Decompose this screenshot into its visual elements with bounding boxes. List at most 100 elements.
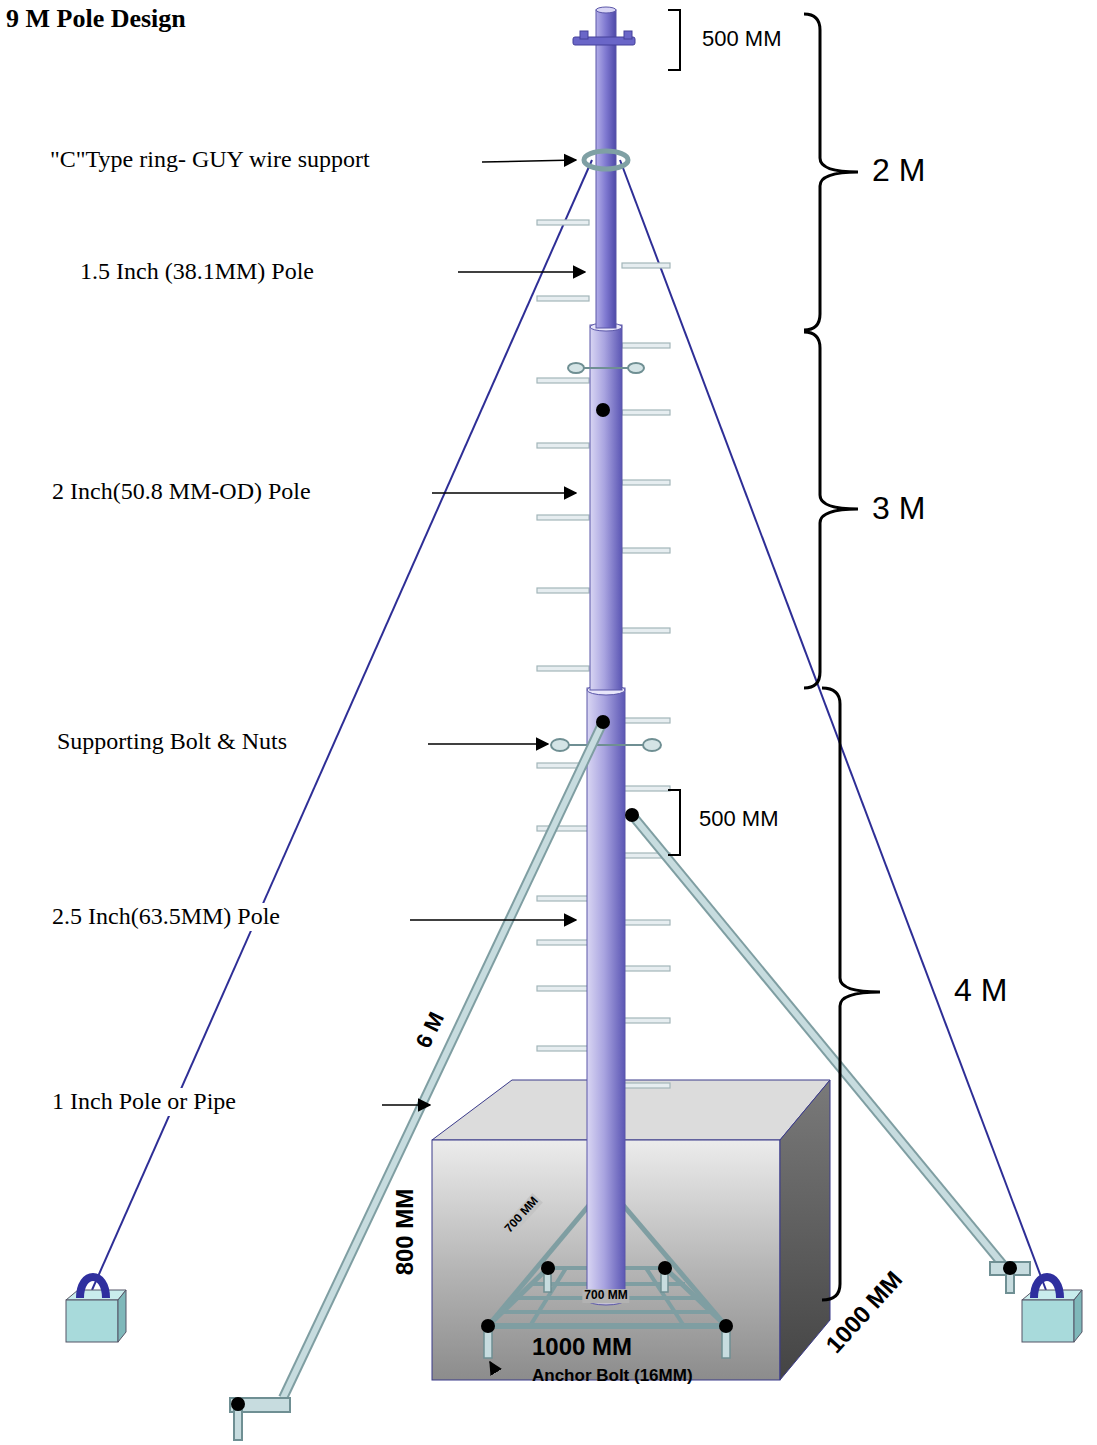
leader-arrow [432,492,576,494]
guy-anchor-block [1034,1277,1060,1298]
pole [596,7,616,13]
bolt-dot [625,808,639,822]
bolt-dot [719,1319,733,1333]
leader-arrow [482,160,576,162]
anchor-bolt [544,1272,551,1292]
strut-foot [230,1262,1030,1440]
part-label: Supporting Bolt & Nuts [55,728,289,756]
strut-foot [234,1410,242,1440]
support-strut [283,722,603,1398]
step-rung [622,1083,670,1088]
top-plate [580,31,588,39]
dimension-text: 1000 MM [530,1333,634,1361]
leader-arrow [458,271,585,273]
dimension-text: 2 M [870,152,927,189]
dimension-bracket [668,10,680,855]
bolt-dot [596,715,610,729]
part-label: 1 Inch Pole or Pipe [50,1088,238,1116]
part-label: Anchor Bolt (16MM) [530,1366,695,1386]
support-strut [632,815,1004,1266]
c-type-ring [584,151,628,169]
step-rung [537,666,589,671]
dimension-bracket [668,10,680,70]
guy-anchor-block [118,1290,126,1342]
pole [587,7,625,1305]
step-rung [537,896,589,901]
guy-anchor-block [1022,1300,1074,1342]
step-rung [537,443,589,448]
step-rung [537,588,589,593]
dimension-text: 3 M [870,490,927,527]
anchor-bolt [722,1330,730,1358]
dimension-text: 4 M [952,972,1009,1009]
step-rung [622,343,670,348]
anchor-bolt [484,1330,492,1358]
top-plate [624,31,632,39]
guy-wire [92,160,1046,1290]
diagram-title: 9 M Pole Design [4,4,188,34]
step-rung [622,1018,670,1023]
dimension-text: 800 MM [391,1187,419,1278]
step-rung [537,220,589,225]
step-rung [622,410,670,415]
dimension-text: 500 MM [700,26,783,51]
concrete-foundation [780,1080,830,1380]
bolt-dot [231,1397,245,1411]
step-rung [537,515,589,520]
pole [590,325,622,690]
step-rung [622,548,670,553]
step-rung [537,296,589,301]
bolt-nut [628,363,644,373]
bolt-nut [578,367,634,369]
leader-arrow [490,1362,496,1372]
dimension-brace [804,14,880,1300]
dimension-text: 700 MM [582,1289,629,1303]
concrete-foundation [432,1080,830,1380]
bolt-dot [541,1261,555,1275]
step-rung [537,826,589,831]
bolt-dot [1003,1261,1017,1275]
strut-foot [230,1398,290,1412]
strut-foot [1006,1273,1014,1293]
step-rung [622,920,670,925]
anchor-bolt [661,1272,668,1292]
dimension-text: 700 MM [501,1193,543,1237]
step-rung [622,480,670,485]
part-label: 2.5 Inch(63.5MM) Pole [50,903,282,931]
support-strut [632,815,1004,1266]
bolt-nut [562,744,650,746]
dimension-brace [804,14,858,330]
base-frame [498,1310,716,1314]
support-strut [283,722,1004,1398]
dimension-text: 1000 MM [819,1264,909,1360]
step-rung [622,786,670,791]
dimension-text: 500 MM [697,806,780,831]
bolt-nut [551,739,569,751]
guy-anchor-block [66,1290,126,1300]
leader-arrow [382,160,585,1372]
bolt-nut [643,739,661,751]
guy-anchor-block [80,1277,106,1298]
strut-foot [990,1262,1030,1275]
leader-arrow [382,1104,430,1106]
step-rung [537,1046,589,1051]
part-label: 2 Inch(50.8 MM-OD) Pole [50,478,313,506]
concrete-foundation [432,1080,830,1140]
dimension-brace [804,332,858,688]
guy-anchor-block [66,1300,118,1342]
bolt-dot [596,403,610,417]
guy-anchor-block [1074,1290,1082,1342]
step-rung [537,378,589,383]
part-label: 1.5 Inch (38.1MM) Pole [78,258,316,286]
bolt-dot [231,403,1017,1411]
base-frame [488,1323,726,1329]
part-label: "C"Type ring- GUY wire support [48,146,372,174]
leader-arrow [410,919,576,921]
dimension-text: 6 M [410,1006,451,1054]
support-strut [283,722,603,1398]
step-rung [622,263,670,268]
bolt-dot [481,1319,495,1333]
bolt-dot [658,1261,672,1275]
